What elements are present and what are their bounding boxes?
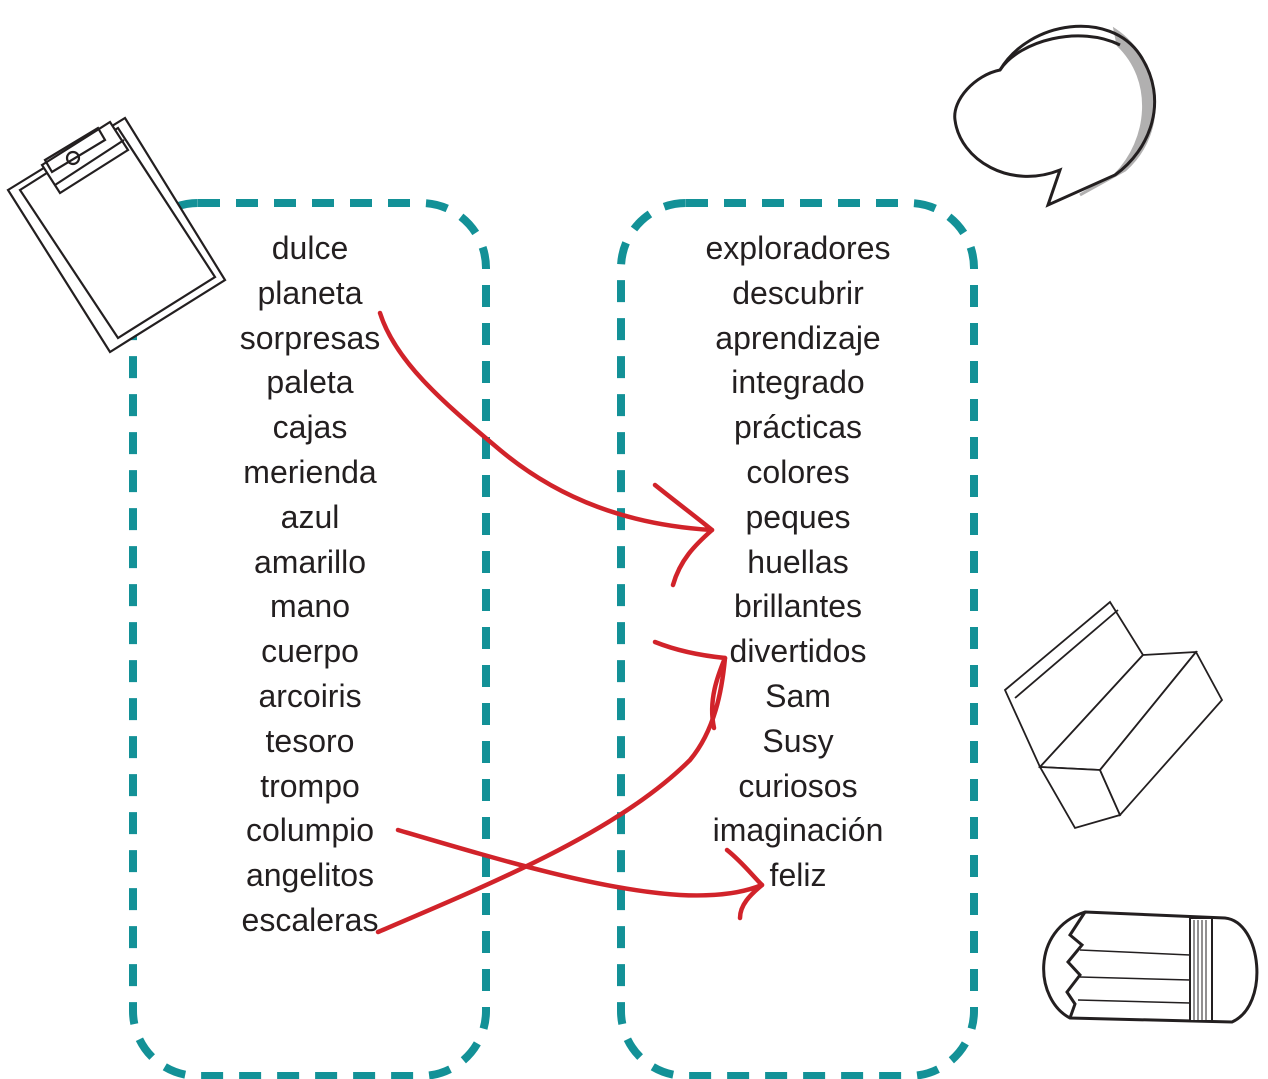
right-word-item: Sam [765,677,831,714]
arrowhead-planeta-peques [652,482,715,588]
left-word-item: escaleras [241,901,379,938]
arrowhead-escaleras-divertidos [652,639,728,731]
right-word-item: curiosos [738,767,858,804]
left-word-item: cuerpo [261,633,359,670]
right-word-item: divertidos [729,633,867,670]
right-word-item: integrado [731,364,865,401]
left-word-frame [129,199,490,1079]
left-word-item: azul [280,498,340,535]
right-word-item: feliz [769,857,827,894]
left-word-item: paleta [266,364,354,401]
left-word-item: mano [269,588,351,625]
right-word-item: descubrir [732,274,864,311]
right-word-frame [617,199,978,1079]
left-word-item: merienda [243,453,377,490]
left-word-item: arcoiris [258,677,362,714]
arrow-escaleras-divertidos [375,655,728,935]
eraser-icon [1003,600,1224,830]
left-word-item: cajas [272,409,348,446]
left-word-item: dulce [271,230,349,266]
pencil-icon [1042,910,1259,1024]
arrow-planeta-peques [377,310,715,533]
right-word-item: huellas [747,543,849,580]
left-word-item: angelitos [245,857,375,894]
connection-arrows [375,310,765,935]
right-word-item: imaginación [712,812,884,849]
left-word-item: tesoro [265,722,355,759]
left-word-list: dulce planeta sorpresas paleta cajas mer… [190,226,430,943]
right-word-item: colores [746,453,850,490]
right-word-list: exploradores descubrir aprendizaje integ… [678,226,918,898]
arrowhead-columpio-feliz [724,847,765,921]
right-word-item: brillantes [733,588,863,625]
left-word-item: amarillo [253,543,367,580]
right-word-item: prácticas [733,409,863,446]
left-word-item: columpio [245,812,375,849]
clipboard-icon [6,116,227,354]
left-word-item: planeta [257,274,363,311]
right-word-item: peques [745,498,851,535]
right-word-item: exploradores [705,230,891,266]
left-word-item: trompo [260,767,360,804]
arrow-columpio-feliz [395,827,765,898]
right-word-item: aprendizaje [715,319,881,356]
speech-bubble-icon [953,24,1157,208]
left-word-item: sorpresas [239,319,381,356]
right-word-item: Susy [762,722,834,759]
